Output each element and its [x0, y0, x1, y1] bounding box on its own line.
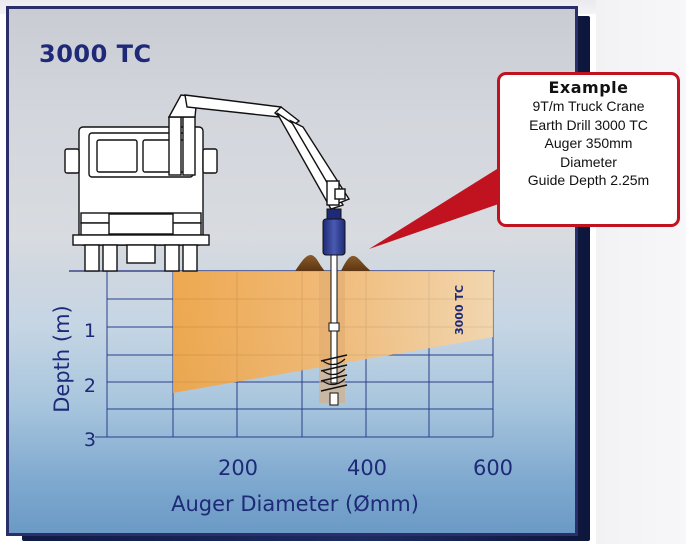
auger-drill: [320, 208, 348, 406]
x-tick-400: 400: [347, 456, 387, 480]
callout-line-1: 9T/m Truck Crane: [532, 98, 645, 114]
example-callout: Example 9T/m Truck Crane Earth Drill 300…: [497, 72, 680, 227]
callout-line-2: Earth Drill 3000 TC: [529, 116, 648, 133]
diagram-title: 3000 TC: [39, 40, 152, 68]
callout-heading: Example: [548, 78, 629, 97]
callout-line-5: Guide Depth 2.25m: [527, 172, 650, 188]
y-axis-label: Depth (m): [50, 305, 74, 412]
callout-line-4: Diameter: [560, 153, 617, 170]
x-axis-label: Auger Diameter (Ømm): [171, 492, 419, 516]
diagram-svg: 3000 TC: [50, 94, 513, 516]
x-tick-600: 600: [473, 456, 513, 480]
x-tick-200: 200: [218, 456, 258, 480]
callout-line-3: Auger 350mm: [544, 135, 633, 151]
callout-pointer: [369, 159, 513, 249]
soil-mound-left: [295, 255, 325, 271]
y-tick-2: 2: [84, 375, 96, 397]
y-tick-1: 1: [84, 320, 96, 342]
soil-mound-right: [341, 255, 371, 271]
y-tick-3: 3: [84, 429, 96, 451]
band-label: 3000 TC: [453, 285, 466, 335]
crane-boom: [167, 94, 351, 210]
diagram-frame: 3000 TC: [6, 6, 578, 536]
